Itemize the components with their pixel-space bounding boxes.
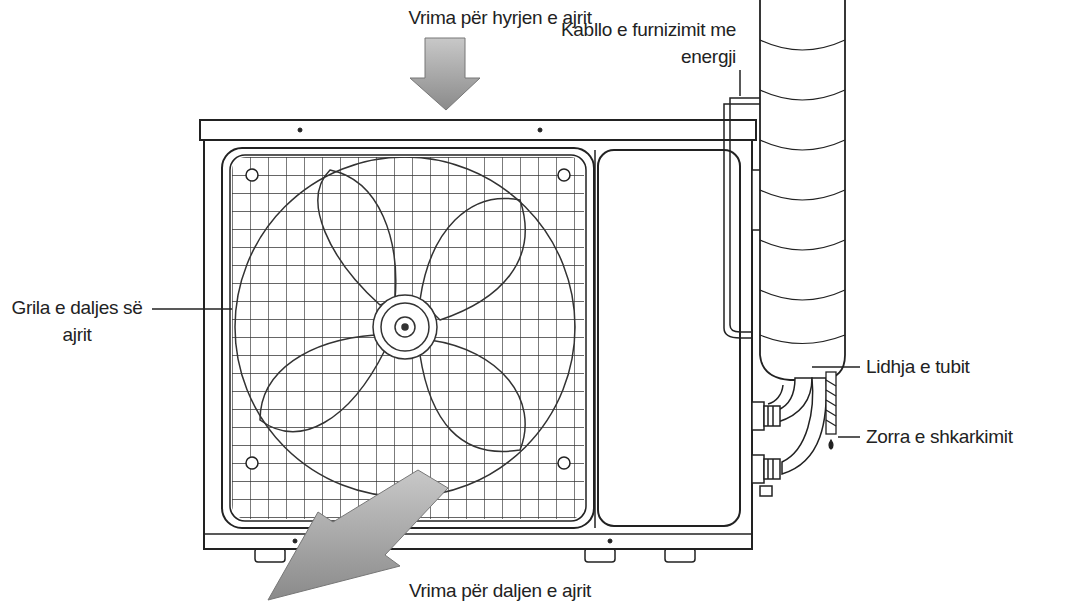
leader-lines (152, 70, 860, 437)
part-label: Grila e daljes së ajrit (4, 294, 150, 348)
part-label: Zorra e shkarkimit (866, 423, 1071, 450)
fan (232, 157, 584, 519)
air-inlet-arrow (410, 38, 480, 110)
drain-hose (826, 372, 836, 449)
grille-screws (246, 169, 570, 469)
service-valves (752, 402, 780, 496)
part-label: Lidhja e tubit (866, 353, 1066, 380)
part-label: Vrima për daljen e ajrit (350, 577, 650, 604)
pipe-duct (760, 0, 845, 380)
power-cable (724, 98, 760, 338)
unit-housing (200, 120, 768, 549)
part-label: Kabllo e furnizimit me energji (560, 16, 736, 70)
